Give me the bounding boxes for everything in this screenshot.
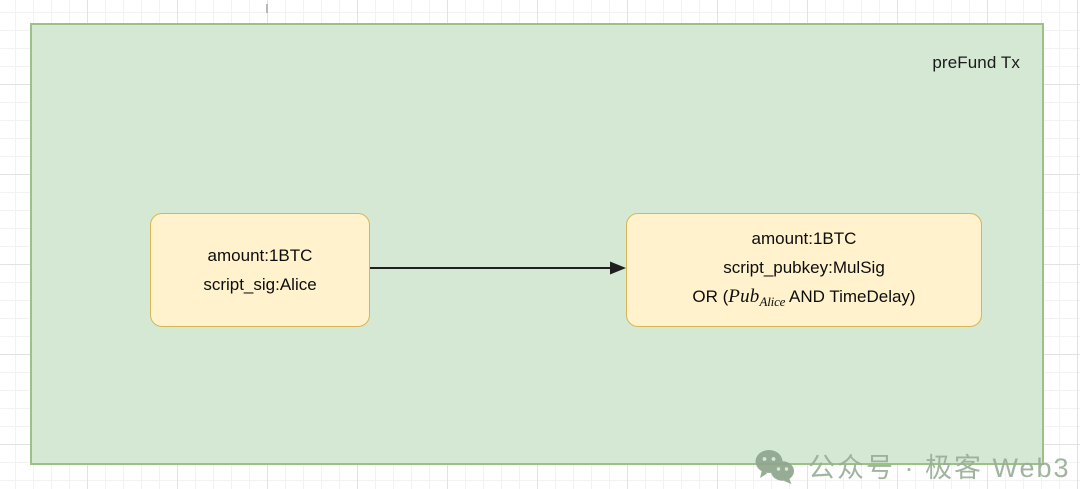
condition-math-subscript: Alice (759, 294, 786, 309)
node-input-utxo[interactable]: amount:1BTC script_sig:Alice (150, 213, 370, 327)
output-utxo-condition-line: OR (PubAlice AND TimeDelay) (692, 282, 915, 316)
condition-prefix: OR ( (692, 287, 729, 306)
input-utxo-scriptsig-line: script_sig:Alice (203, 275, 317, 294)
watermark-text: 公众号 · 极客 Web3 (808, 453, 1071, 483)
condition-math-base: Pub (728, 286, 760, 307)
watermark: 公众号 · 极客 Web3 (754, 446, 1071, 485)
output-utxo-amount-line: amount:1BTC (751, 229, 857, 248)
prefund-tx-container: preFund Tx amount:1BTC script_sig:Alice … (30, 23, 1069, 484)
condition-suffix: AND TimeDelay) (785, 287, 916, 306)
wechat-icon (755, 449, 794, 484)
input-utxo-amount-line: amount:1BTC (207, 246, 313, 265)
input-to-output-arrow-icon (370, 261, 626, 275)
tx-container-title: preFund Tx (932, 53, 1020, 72)
output-utxo-scriptpubkey-line: script_pubkey:MulSig (723, 258, 885, 277)
node-output-utxo[interactable]: amount:1BTC script_pubkey:MulSig OR (Pub… (626, 213, 982, 327)
page-edge-mark (266, 4, 268, 13)
